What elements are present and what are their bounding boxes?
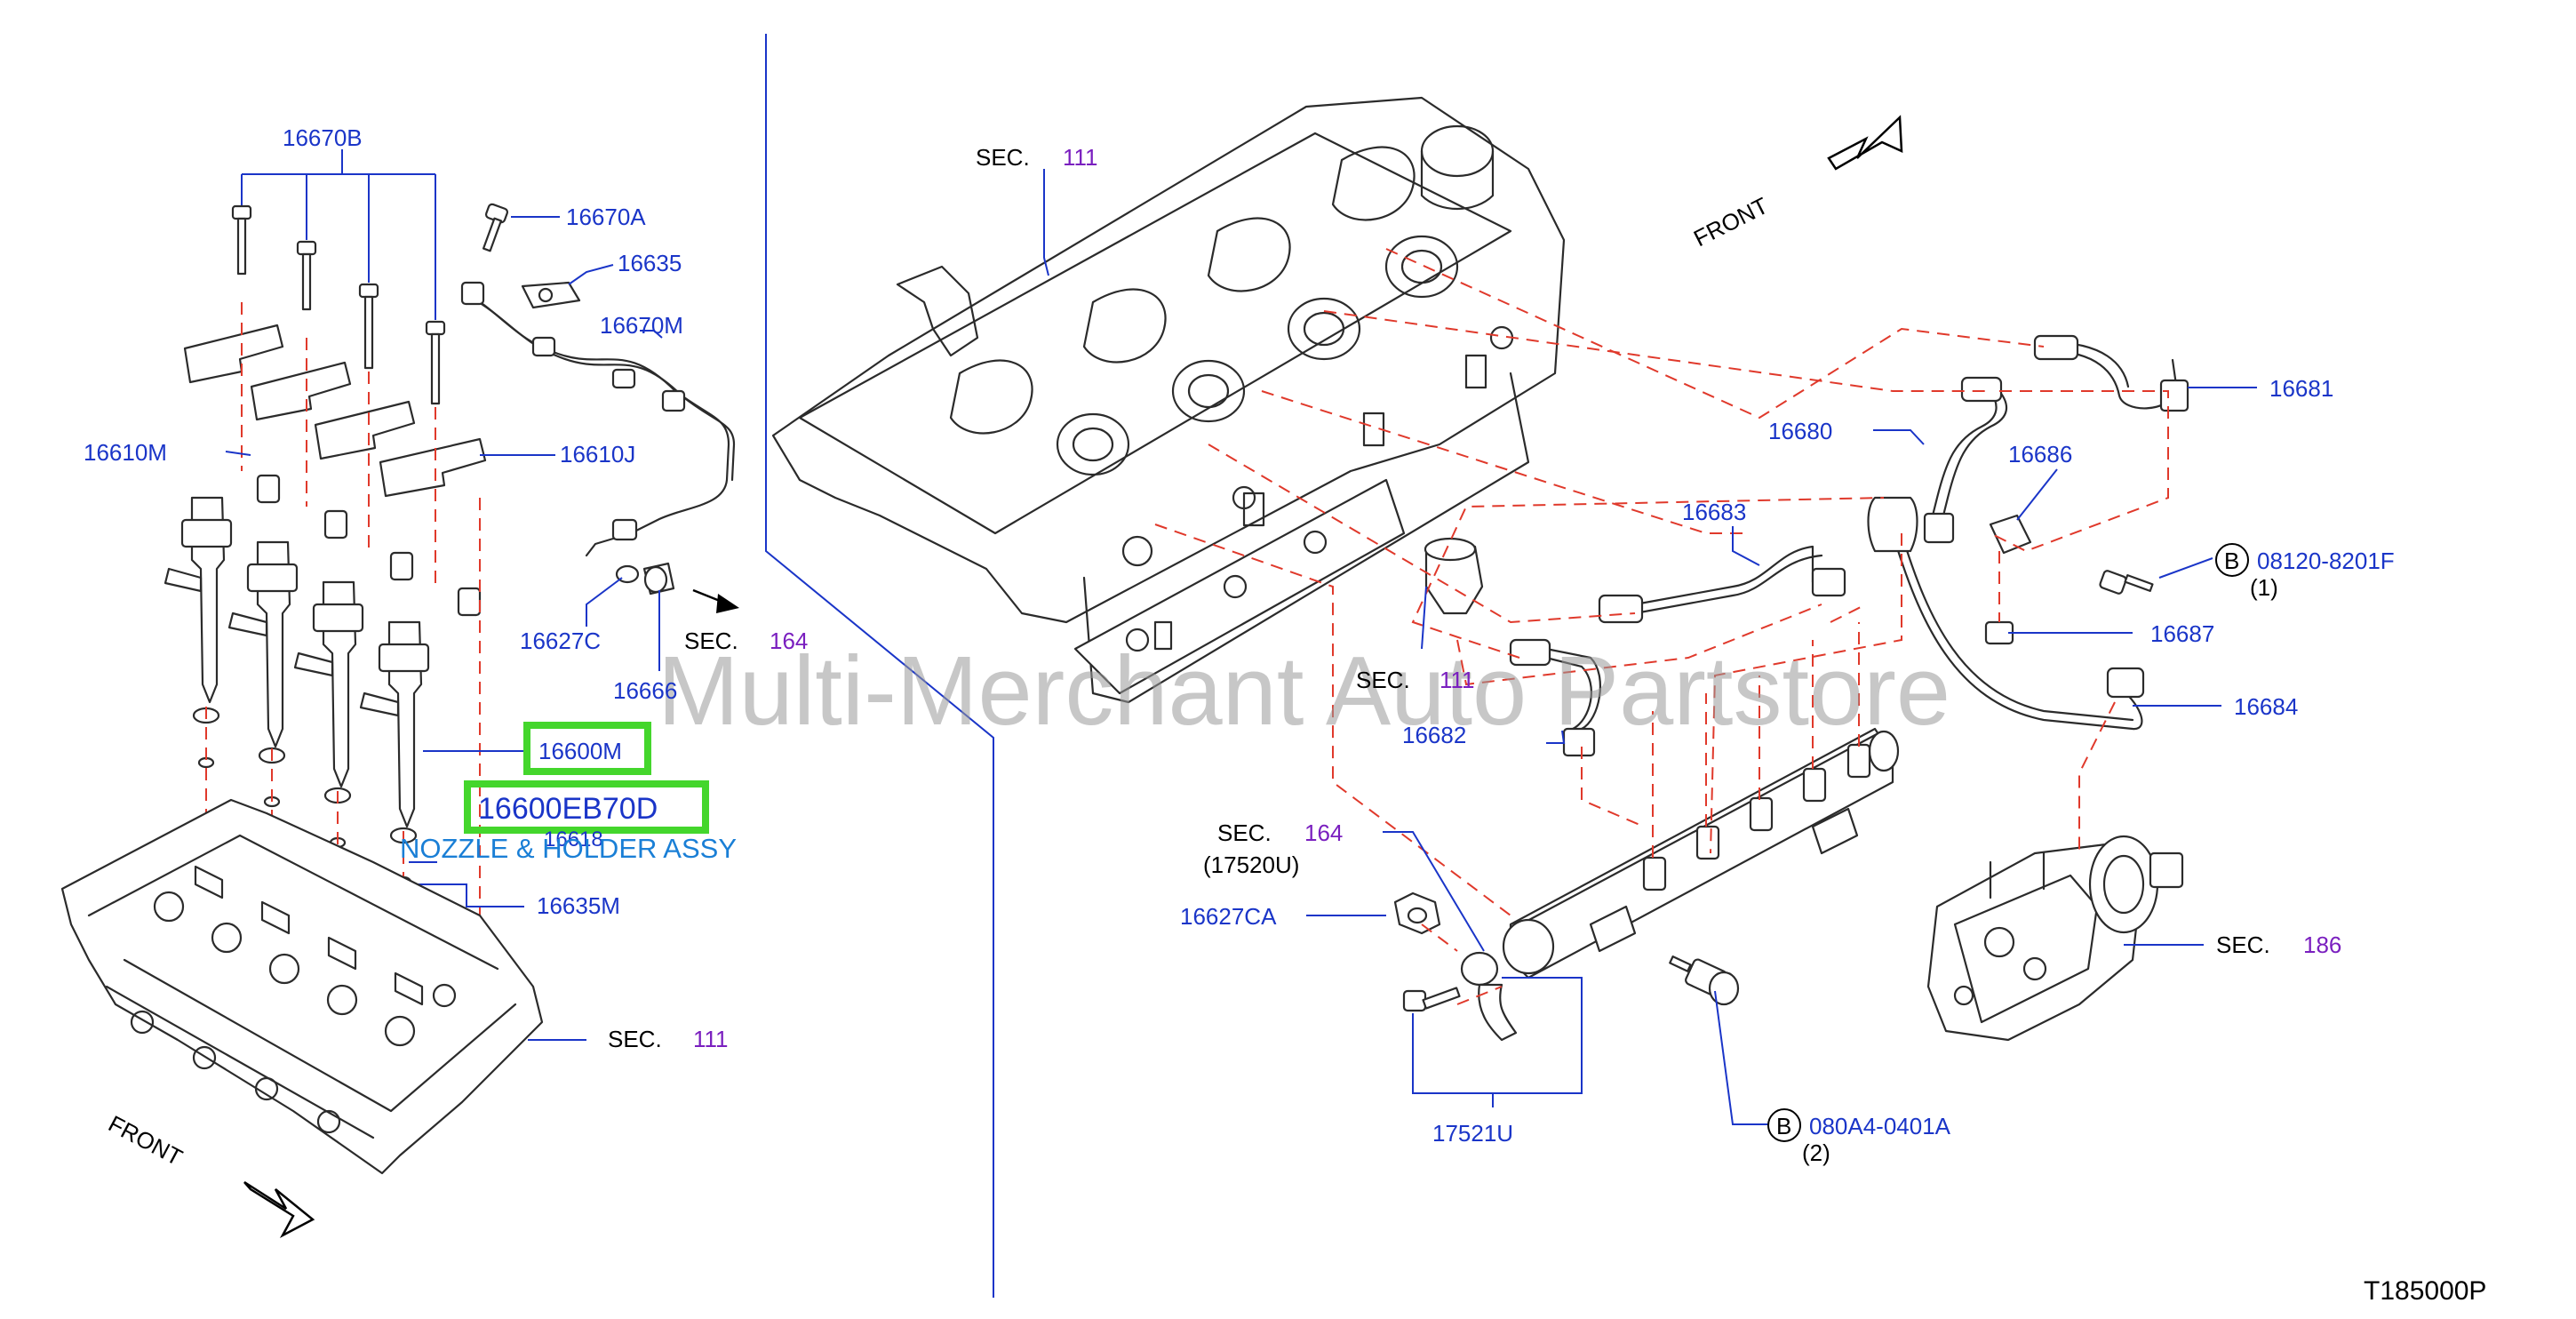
bolt-marker-2: B [1776,1113,1791,1139]
sec-number-111-mid[interactable]: 111 [1440,667,1475,693]
part-label-16627c[interactable]: 16627C [520,628,601,654]
part-label-16600m[interactable]: 16600M [538,738,622,764]
front-arrow-left [243,1180,315,1239]
front-label-left: FRONT [104,1110,187,1171]
sec-label-186: SEC. [2216,931,2270,958]
part-label-16670b[interactable]: 16670B [283,124,363,151]
bolt-part-08120-8201f[interactable]: 08120-8201F [2257,548,2395,574]
sec-label-111-top: SEC. [976,144,1030,171]
front-arrow-right [1827,115,1903,171]
part-label-16686[interactable]: 16686 [2008,441,2072,468]
fuel-rail-group-drawing [771,96,2257,1125]
sec-number-111-top[interactable]: 111 [1063,144,1098,171]
part-label-16683[interactable]: 16683 [1682,499,1746,525]
left-labels: 16670B 16670A 16635 16670M 16610M 16610J… [84,124,808,1171]
front-label-right: FRONT [1689,192,1773,252]
watermark: Multi-Merchant Auto Partstore [658,636,1950,746]
sec-label-164-left: SEC. [684,628,738,654]
part-label-16610m[interactable]: 16610M [84,439,167,466]
sec-number-111-left[interactable]: 111 [693,1026,729,1052]
fuel-pump-drawing [1926,835,2184,1042]
highlight-box-16600eb70d [464,780,709,834]
view-divider-line [765,34,994,1298]
bolt-marker-circle-2 [1767,1108,1801,1142]
sec-number-186[interactable]: 186 [2303,931,2341,958]
part-label-16618[interactable]: 16618 [544,827,603,851]
sec-label-111-left: SEC. [608,1026,662,1052]
part-label-16627ca[interactable]: 16627CA [1180,903,1277,930]
sec-label-164-right: SEC. [1217,819,1272,846]
injector-group-drawing [60,149,739,1239]
part-label-16635m[interactable]: 16635M [537,892,620,919]
highlight-description: NOZZLE & HOLDER ASSY [400,833,737,864]
bolt-qty-2: (2) [1802,1139,1830,1166]
part-label-16681[interactable]: 16681 [2269,375,2333,402]
sec-label-111-mid: SEC. [1356,667,1410,693]
bolt-part-080a4-0401a[interactable]: 080A4-0401A [1809,1113,1951,1139]
part-label-16666[interactable]: 16666 [613,677,677,704]
bolt-marker-circle-1 [2215,543,2249,577]
part-label-16682[interactable]: 16682 [1402,722,1466,748]
part-label-16610j[interactable]: 16610J [560,441,635,468]
bolt-marker-1: B [2224,548,2239,574]
diagram-code: T185000P [2364,1276,2486,1306]
part-label-16687[interactable]: 16687 [2150,620,2214,647]
sec-number-164-right[interactable]: 164 [1304,819,1343,846]
sec-number-164-left[interactable]: 164 [770,628,808,654]
part-label-17521u[interactable]: 17521U [1432,1120,1513,1147]
sec-sub-17520u: (17520U) [1203,851,1299,878]
part-label-16680[interactable]: 16680 [1768,418,1832,444]
highlight-part-number[interactable]: 16600EB70D [478,792,658,826]
part-label-16684[interactable]: 16684 [2234,693,2298,720]
cylinder-head-drawing [60,798,544,1175]
part-label-16670a[interactable]: 16670A [566,204,646,230]
highlight-box-16600m [523,722,651,775]
part-label-16635[interactable]: 16635 [618,250,682,276]
bolt-qty-1: (1) [2250,574,2278,601]
part-label-16670m[interactable]: 16670M [600,312,683,339]
